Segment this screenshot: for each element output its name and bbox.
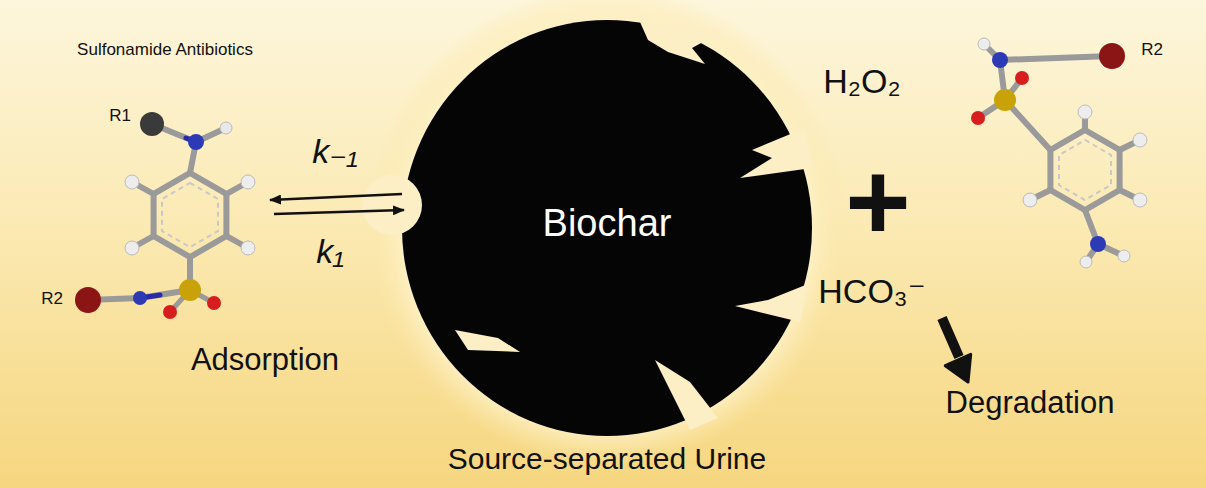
group-label: R2: [41, 289, 63, 309]
group-label: R2: [1141, 40, 1163, 60]
sulfonamide-molecule-right: [971, 38, 1147, 268]
biochar-particle-shape: [402, 20, 812, 436]
node-label: Biochar: [543, 202, 672, 246]
biochar-cracks: [362, 22, 812, 430]
biochar-particle: Biochar: [535, 194, 680, 254]
reagent-label: H₂O₂: [823, 62, 900, 101]
degradation-arrow: [942, 318, 971, 382]
plus-sign: +: [845, 146, 910, 258]
reagent-label: HCO₃⁻: [818, 272, 925, 311]
process-label: Degradation: [946, 385, 1115, 421]
rate-constant: k₁: [316, 232, 344, 271]
rate-constant: k₋₁: [312, 132, 358, 171]
medium-label: Source-separated Urine: [448, 442, 767, 477]
sulfonamide-molecule-left: [75, 112, 255, 319]
process-label: Adsorption: [191, 342, 339, 378]
group-label: R1: [109, 106, 131, 126]
molecule-caption: Sulfonamide Antibiotics: [77, 40, 253, 60]
halo: [367, 0, 847, 466]
equilibrium-arrows: [270, 194, 404, 214]
